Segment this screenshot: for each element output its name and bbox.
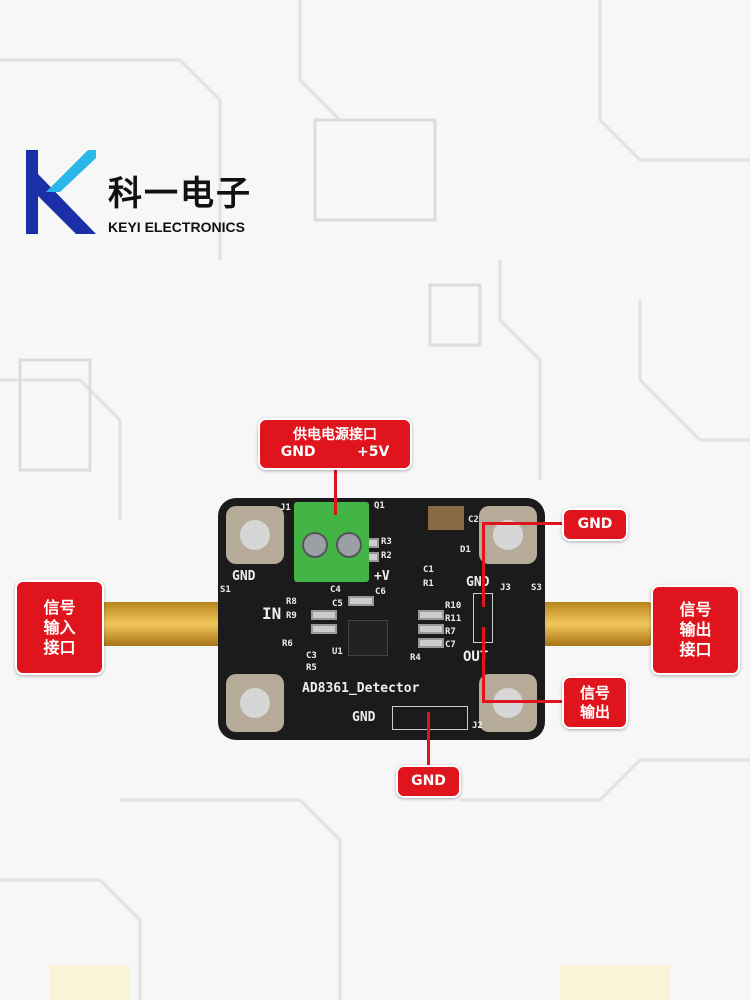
board-name: AD8361_Detector [302, 681, 420, 696]
callout-power-gnd: GND [280, 444, 316, 460]
label-c2: C2 [468, 515, 479, 525]
callout-power: 供电电源接口 GND +5V [258, 418, 412, 470]
label-plus-v: +V [374, 569, 390, 584]
label-s1: S1 [220, 585, 231, 595]
label-r11: R11 [445, 614, 462, 624]
brand-name-cn: 科一电子 [108, 174, 252, 214]
label-gnd-j3: GND [466, 575, 490, 590]
callout-text: 接口 [43, 637, 76, 657]
sma-connector-out [540, 602, 652, 646]
label-u1: U1 [332, 647, 343, 657]
callout-text: GND [577, 515, 613, 532]
label-c5: C5 [332, 599, 343, 609]
label-c6: C6 [375, 587, 386, 597]
callout-text: 信号 [43, 597, 76, 617]
label-gnd-j2: GND [352, 710, 376, 725]
label-d1: D1 [460, 545, 471, 555]
label-out: OUT [463, 649, 489, 665]
callout-text: 输出 [679, 620, 712, 639]
callout-text: GND [411, 772, 446, 789]
label-r7: R7 [445, 627, 456, 637]
callout-text: 输出 [579, 702, 610, 721]
label-r5: R5 [306, 663, 317, 673]
header-j2 [392, 706, 468, 730]
label-in: IN [262, 604, 282, 623]
callout-signal-out-port: 信号 输出 接口 [651, 585, 740, 675]
callout-power-title: 供电电源接口 [293, 426, 377, 443]
label-c4: C4 [330, 585, 341, 595]
label-r1: R1 [423, 579, 434, 589]
label-c3: C3 [306, 651, 317, 661]
callout-text: 输入 [43, 617, 76, 637]
callout-text: 接口 [679, 640, 712, 659]
capacitor-c2 [428, 506, 464, 530]
callout-power-vcc: +5V [356, 444, 390, 460]
label-s3: S3 [531, 583, 542, 593]
label-r4: R4 [410, 653, 421, 663]
pcb-board: J1 Q1 S1 S3 J3 GND +V IN OUT GND U1 D1 A… [218, 498, 545, 740]
label-r8: R8 [286, 597, 297, 607]
callout-signal-in: 信号 输入 接口 [15, 580, 104, 675]
label-r10: R10 [445, 601, 462, 611]
label-j1: J1 [280, 503, 291, 513]
callout-gnd-top-right: GND [562, 508, 628, 541]
callout-text: 信号 [579, 683, 610, 702]
callout-text: 信号 [679, 600, 712, 619]
label-q1: Q1 [374, 501, 385, 511]
brand-name-en: KEYI ELECTRONICS [108, 219, 245, 235]
ad8361-chip [348, 620, 388, 656]
label-r6: R6 [282, 639, 293, 649]
label-r2: R2 [381, 551, 392, 561]
label-c7: C7 [445, 640, 456, 650]
label-c1: C1 [423, 565, 434, 575]
callout-gnd-bottom: GND [396, 765, 461, 798]
label-gnd-left: GND [232, 569, 256, 584]
logo-k-icon [26, 150, 96, 234]
label-j3: J3 [500, 583, 511, 593]
power-terminal-block [294, 502, 369, 582]
label-r9: R9 [286, 611, 297, 621]
callout-signal-out: 信号 输出 [562, 676, 628, 729]
label-j2: J2 [472, 721, 483, 731]
sma-connector-in [98, 602, 223, 646]
label-r3: R3 [381, 537, 392, 547]
